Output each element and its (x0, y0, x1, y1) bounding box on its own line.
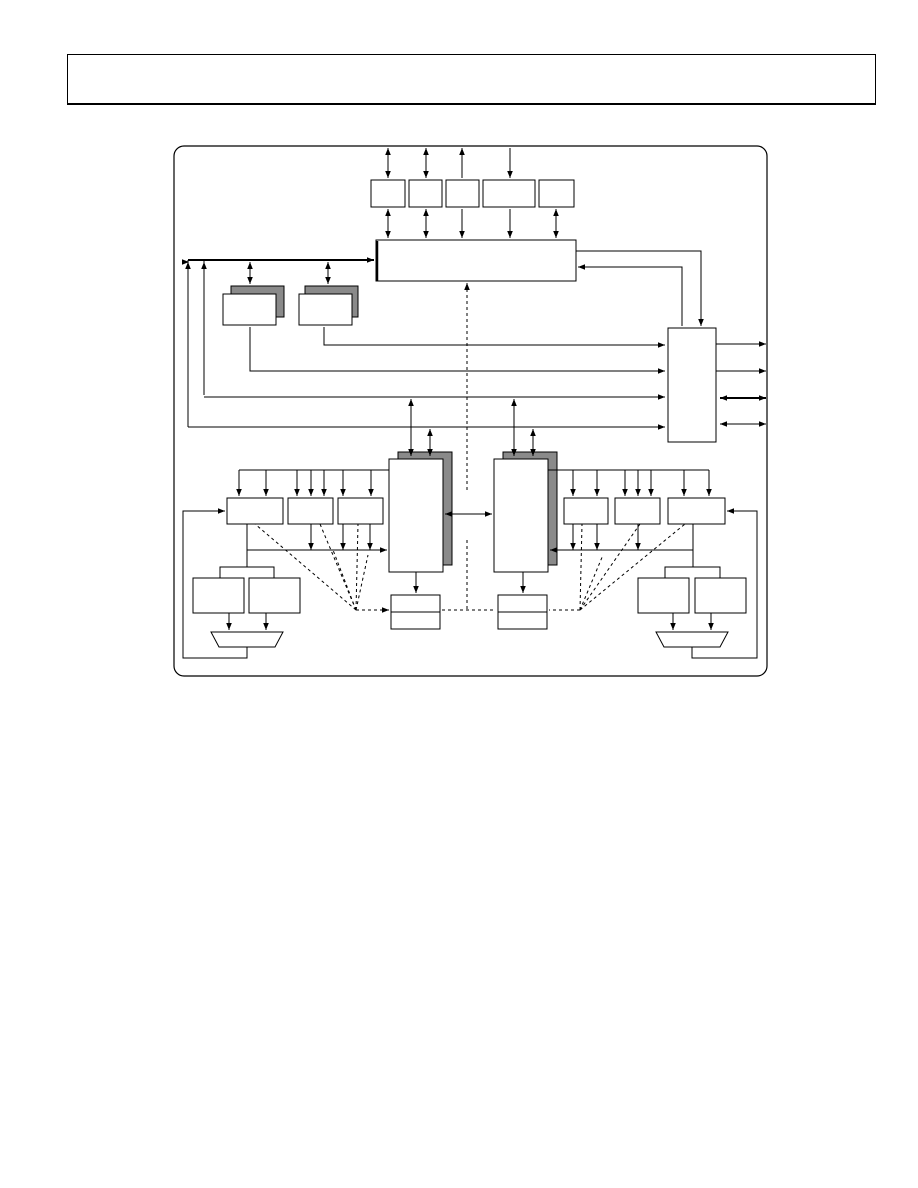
top-block-2 (408, 179, 443, 208)
page-header-box (67, 54, 876, 105)
left-memory-block-2 (298, 293, 353, 326)
top-block-4 (482, 179, 536, 208)
central-core-block (375, 239, 577, 282)
top-block-3 (445, 179, 480, 208)
right-sub-block-2 (694, 577, 747, 614)
right-sub-block-1 (637, 577, 690, 614)
right-interface-block (667, 327, 717, 443)
left-mux (210, 631, 284, 648)
right-unit-c (667, 497, 726, 525)
diagram-frame (173, 145, 768, 677)
right-unit-a (563, 497, 609, 525)
left-unit-a (226, 497, 284, 525)
right-processor-block (493, 458, 549, 573)
right-mux (655, 631, 729, 648)
top-block-1 (370, 179, 406, 208)
right-unit-b (614, 497, 661, 525)
left-sub-block-1 (192, 577, 245, 614)
left-unit-c (337, 497, 384, 525)
left-sub-block-2 (248, 577, 301, 614)
left-unit-b (287, 497, 334, 525)
left-memory-block-1 (222, 293, 277, 326)
top-block-5 (538, 179, 575, 208)
left-processor-block (388, 458, 444, 573)
